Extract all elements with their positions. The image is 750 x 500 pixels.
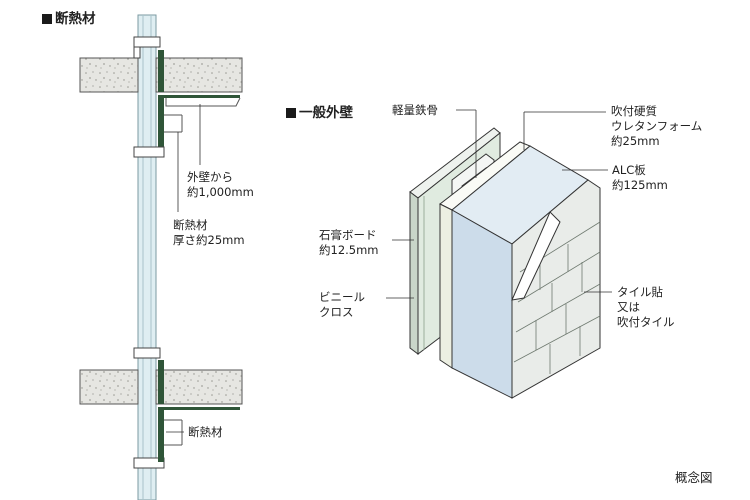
bullet-square-icon [42,14,52,24]
bullet-square-icon [286,108,296,118]
lower-insulation [158,360,164,404]
exterior-wall-drawing [386,109,612,399]
label-gypsum: 石膏ボード 約12.5mm [319,228,379,257]
lower-concrete-slab [79,369,139,405]
right-section-title-text: 一般外壁 [299,105,353,121]
label-distance: 外壁から 約1,000mm [187,170,254,199]
upper-insulation [158,50,164,92]
right-section-title: 一般外壁 [286,104,353,122]
window-frame-top [133,36,161,48]
left-section-drawing [79,14,243,500]
window-glass [137,14,157,500]
upper-concrete-slab [79,57,139,93]
label-light-steel: 軽量鉄骨 [392,103,438,117]
label-alc: ALC板 約125mm [612,163,668,192]
caption-concept-diagram: 概念図 [675,470,713,485]
label-insulation-lower: 断熱材 [188,425,223,439]
label-tile: タイル貼 又は 吹付タイル [617,285,675,329]
label-vinyl: ビニール クロス [319,290,365,319]
window-frame-bottom [133,457,165,469]
left-section-title-text: 断熱材 [55,11,96,27]
left-section-title: 断熱材 [42,10,96,28]
tile-face [511,179,601,399]
label-urethane: 吹付硬質 ウレタンフォーム 約25mm [611,104,703,148]
label-insulation-thickness: 断熱材 厚さ約25mm [173,218,245,247]
window-frame-mid [133,146,165,158]
window-frame-lower [133,347,161,359]
